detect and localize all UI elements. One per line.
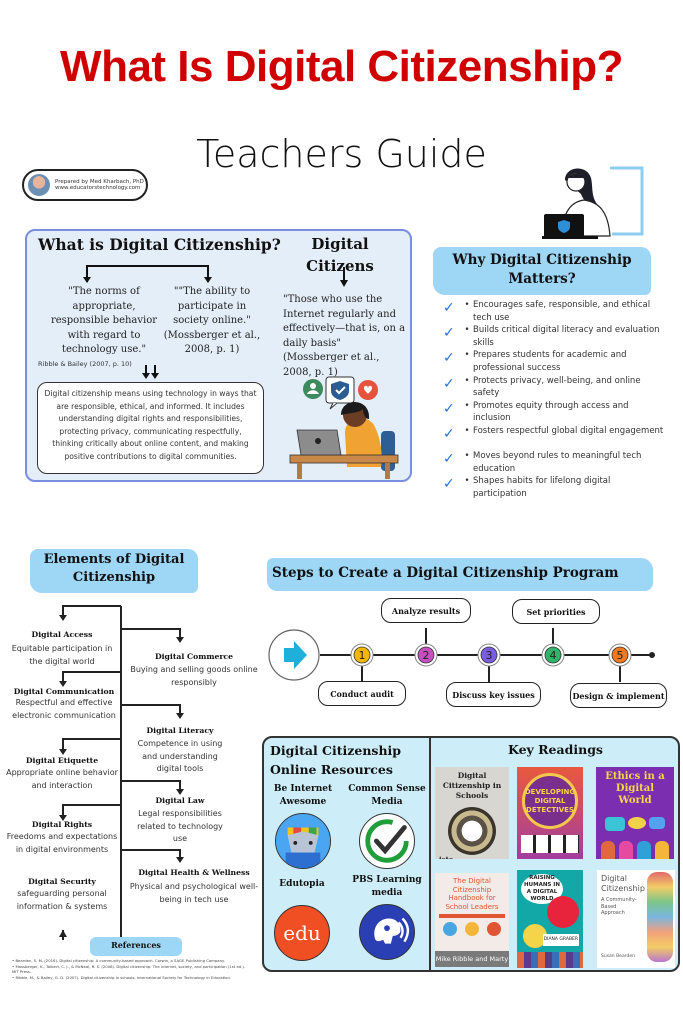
citation-ribble-bailey: Ribble & Bailey (2007, p. 10): [38, 360, 132, 368]
step-number-4: 4: [550, 649, 557, 662]
quote-norms: "The norms of appropriate, responsible b…: [50, 286, 158, 355]
step-circle-4: [544, 646, 562, 664]
checkmark-icon: ✓: [443, 400, 455, 417]
reference-item: • Bearden, S. M. (2016). Digital citizen…: [12, 958, 225, 963]
step-number-1: 1: [359, 649, 366, 662]
checkmark-icon: ✓: [443, 451, 455, 468]
elements-title: Elements of Digital Citizenship: [43, 552, 185, 585]
book-digital-citizenship-in-schools[interactable]: Digital Citizenship in Schools iste: [435, 767, 509, 859]
checkmark-icon: ✓: [443, 350, 455, 367]
step-label-design-implement: Design & implement: [570, 683, 667, 708]
step-number-3: 3: [486, 649, 493, 662]
book-developing-digital-detectives[interactable]: DEVELOPING DIGITAL DETECTIVES: [517, 767, 583, 859]
step-label-discuss-key-issues: Discuss key issues: [446, 682, 541, 707]
elements-header-bg: [30, 549, 198, 593]
step-label-set-priorities: Set priorities: [512, 599, 600, 624]
author-text: Prepared by Med Kharbach, PhD www.educat…: [55, 179, 144, 192]
quote-digital-citizens: "Those who use the Internet regularly an…: [283, 294, 406, 378]
reference-item: • Ribble, M., & Bailey, G. D. (2007). Di…: [12, 974, 232, 980]
resource-common-sense-media[interactable]: Common Sense Media: [347, 783, 427, 869]
down-arrow-icon: [340, 267, 348, 287]
be-internet-awesome-logo[interactable]: [275, 813, 331, 869]
list-item: ✓•Fosters respectful global digital enga…: [443, 425, 664, 442]
step-label-analyze-results: Analyze results: [381, 598, 471, 623]
key-readings-title: Key Readings: [508, 742, 603, 757]
step-number-5: 5: [617, 649, 624, 662]
author-avatar: [28, 174, 50, 196]
step-label-conduct-audit: Conduct audit: [318, 681, 406, 706]
element-digital-rights: Digital Rights Freedoms and expectations…: [6, 820, 118, 854]
checkmark-logo[interactable]: [359, 813, 415, 869]
list-item: ✓•Protects privacy, well-being, and onli…: [443, 375, 641, 399]
bracket-arrow-icon: [83, 265, 212, 283]
resource-pbs-learning-media[interactable]: PBS Learning media: [345, 874, 429, 960]
arrow-right-icon: [284, 641, 307, 669]
element-digital-security: Digital Security safeguarding personal i…: [16, 877, 108, 911]
list-item: ✓•Moves beyond rules to meaningful tech …: [443, 451, 642, 474]
subtitle: Teachers Guide: [196, 132, 487, 176]
why-matters-header-bg: [433, 247, 651, 295]
author-badge: Prepared by Med Kharbach, PhD www.educat…: [22, 169, 148, 201]
main-title: What Is Digital Citizenship?: [60, 42, 623, 91]
steps-header-bg: [267, 558, 653, 591]
checkmark-icon: ✓: [443, 300, 455, 316]
what-is-title: What is Digital Citizenship?: [38, 235, 281, 254]
element-digital-communication: Digital Communication Respectful and eff…: [12, 687, 116, 720]
list-item: ✓•Shapes habits for lifelong digital par…: [443, 476, 611, 499]
author-site: www.educatorstechnology.com: [55, 185, 141, 191]
book-raising-humans[interactable]: RAISING HUMANS IN A DIGITAL WORLD DIANA …: [517, 870, 583, 968]
why-matters-title: Why Digital Citizenship Matters?: [452, 252, 632, 287]
element-digital-access: Digital Access Equitable participation i…: [11, 630, 113, 666]
step-circle-2: [417, 646, 435, 664]
book-digital-citizenship-handbook[interactable]: The Digital Citizenship Handbook for Sch…: [435, 873, 509, 967]
quote-ability: ""The ability to participate in society …: [163, 286, 261, 355]
resources-title: Digital Citizenship Online Resources: [270, 743, 402, 777]
resource-be-internet-awesome[interactable]: Be Internet Awesome: [268, 783, 338, 869]
checkmark-icon: ✓: [443, 425, 455, 442]
list-item: ✓•Encourages safe, responsible, and ethi…: [443, 300, 651, 323]
elements-tree-connectors: [59, 605, 184, 940]
book-ethics-in-a-digital-world[interactable]: Ethics in a Digital World: [596, 767, 674, 859]
definition-box: Digital citizenship means using technolo…: [37, 382, 264, 474]
panel-divider: [429, 738, 431, 970]
checkmark-icon: ✓: [443, 325, 455, 342]
element-digital-health-wellness: Digital Health & Wellness Physical and p…: [129, 868, 259, 904]
list-item: ✓•Promotes equity through access and inc…: [443, 400, 629, 424]
step-circle-1: [353, 646, 371, 664]
steps-timeline: 1 2 3 4 5: [268, 628, 655, 682]
why-matters-list: ✓•Encourages safe, responsible, and ethi…: [443, 299, 665, 501]
step-circle-5: [611, 646, 629, 664]
steps-title: Steps to Create a Digital Citizenship Pr…: [272, 565, 619, 581]
book-digital-citizenship-community-based[interactable]: Digital Citizenship A Community-Based Ap…: [597, 870, 675, 968]
edu-logo[interactable]: edu: [274, 905, 330, 961]
references-title: References: [111, 940, 161, 950]
element-digital-literacy: Digital Literacy Competence in using and…: [137, 726, 223, 774]
element-digital-commerce: Digital Commerce Buying and selling good…: [130, 652, 258, 687]
pbs-logo[interactable]: [359, 904, 415, 960]
list-item: ✓•Builds critical digital literacy and e…: [443, 325, 660, 348]
references-list: • Bearden, S. M. (2016). Digital citizen…: [12, 958, 252, 980]
double-down-arrow-icon: [142, 365, 159, 379]
author-line: Prepared by Med Kharbach, PhD: [55, 178, 144, 185]
element-digital-law: Digital Law Legal responsibilities relat…: [137, 796, 223, 844]
student-laptop-illustration: [289, 376, 399, 479]
element-digital-etiquette: Digital Etiquette Appropriate online beh…: [6, 756, 118, 790]
checkmark-icon: ✓: [443, 375, 455, 392]
step-circle-3: [480, 646, 498, 664]
teacher-laptop-illustration: [542, 166, 644, 239]
list-item: ✓•Prepares students for academic and pro…: [443, 350, 627, 373]
references-header-bg: [90, 937, 182, 956]
checkmark-icon: ✓: [443, 476, 455, 493]
reference-item: • Mossberger, K., Tolbert, C. J., & McNe…: [12, 963, 246, 975]
resource-edutopia[interactable]: Edutopia edu: [266, 878, 338, 961]
digital-citizens-title: Digital Citizens: [306, 235, 374, 275]
step-number-2: 2: [423, 649, 430, 662]
